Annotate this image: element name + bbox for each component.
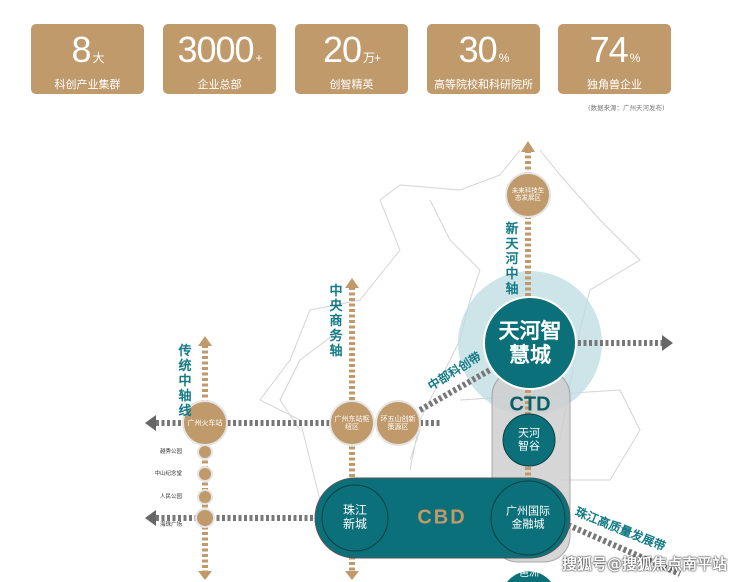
ctd-label: CTD	[509, 393, 551, 416]
watermark: 搜狐号@搜狐焦点南平站	[562, 555, 728, 573]
stat-unit: 大	[92, 51, 105, 65]
node-future-tech: 未来科技生态发展区	[511, 186, 545, 202]
pazhou-circle	[507, 571, 551, 582]
stat-number: 20	[322, 29, 362, 70]
stat-label: 企业总部	[197, 78, 242, 91]
stat-unit: 万+	[363, 51, 381, 65]
tianhe-smart-city: 天河智慧城	[498, 318, 562, 367]
ifc: 广州国际金融城	[506, 504, 550, 530]
stat-label: 高等院校和科研院所	[434, 78, 533, 91]
node-wushan: 环五山创新策源区	[380, 414, 416, 431]
data-source: (数据来源：广州天河发布)	[588, 104, 665, 112]
cbd-axis-label: 中央商务轴	[329, 284, 343, 359]
stat-number: 30	[458, 29, 498, 70]
stat-number: 8	[71, 29, 91, 70]
stop-zhongshan: 中山纪念堂	[154, 470, 182, 477]
pazhou: 琶洲	[519, 568, 539, 579]
stat-unit: %	[629, 51, 641, 65]
stat-unit: %	[498, 51, 510, 65]
stat-label: 创智精英	[329, 78, 374, 91]
tianhe-circle	[483, 296, 577, 390]
stat-number: 3000	[177, 29, 254, 70]
stat-box: 3000+ 企业总部	[163, 24, 276, 94]
ifc-circle	[490, 480, 566, 556]
stat-box: 30% 高等院校和科研院所	[427, 24, 540, 94]
stat-box: 74% 独角兽企业	[558, 24, 671, 94]
traditional-axis-label: 传统中轴线	[178, 344, 192, 419]
stat-label: 独角兽企业	[587, 78, 642, 91]
stat-number: 74	[589, 29, 629, 70]
cbd-label: CBD	[417, 506, 467, 529]
zhujiang-newtown: 珠江新城	[342, 503, 367, 531]
tianhe-valley: 天河智谷	[518, 426, 540, 452]
stop-people-park: 人民公园	[159, 493, 182, 500]
new-tianhe-axis-label: 新天河中轴	[505, 222, 519, 297]
node-gz-east: 广州东站枢纽区	[334, 414, 370, 431]
stat-label: 科创产业集群	[54, 78, 121, 91]
stat-unit: +	[255, 51, 263, 65]
stop-haizhu: 海珠广场	[159, 521, 182, 528]
node-circles	[182, 172, 551, 528]
zhujiang-circle	[321, 484, 389, 552]
stop-yuexiu: 越秀公园	[159, 448, 182, 455]
node-gz-station: 广州火车站	[187, 418, 223, 427]
valley-circle	[502, 413, 556, 467]
